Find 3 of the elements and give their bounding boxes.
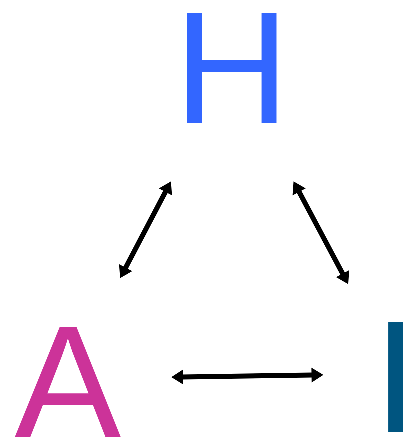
- letter: A: [14, 327, 122, 438]
- letter: H: [187, 13, 277, 124]
- letter: I: [388, 322, 404, 432]
